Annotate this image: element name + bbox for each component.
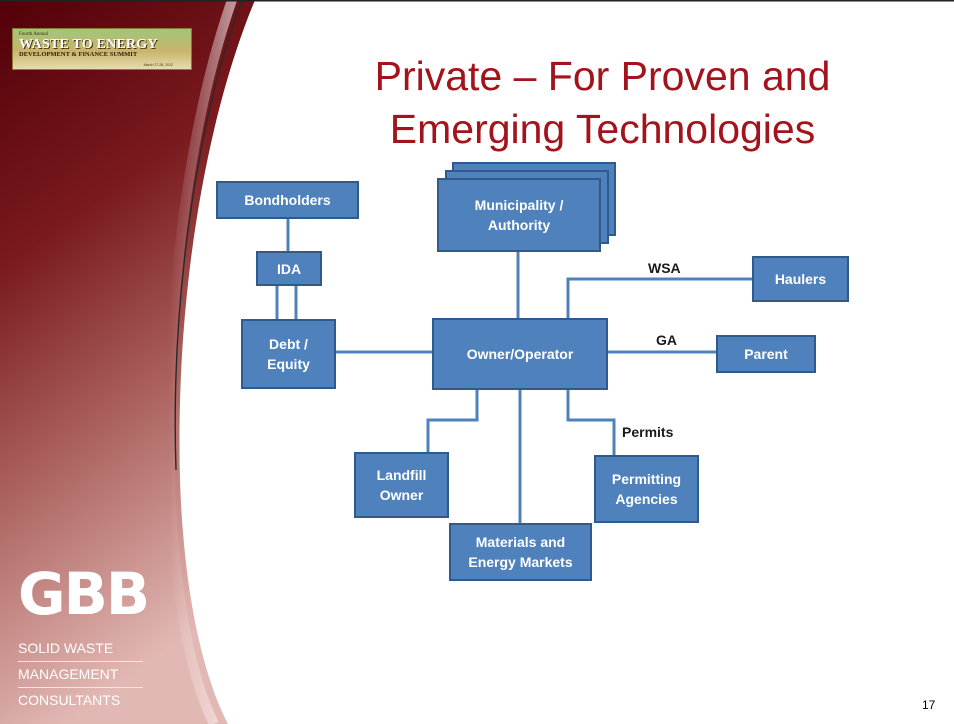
node-label: Parent: [744, 346, 788, 362]
logo-line-3: CONSULTANTS: [18, 692, 121, 708]
node-label: Bondholders: [244, 192, 331, 208]
summit-banner-logo: Fourth Annual WASTE TO ENERGY DEVELOPMEN…: [12, 28, 192, 70]
node-municipality-authority: Municipality / Authority: [437, 178, 601, 252]
edge-label-permits: Permits: [622, 424, 674, 440]
title-line-2: Emerging Technologies: [389, 106, 816, 152]
node-bondholders: Bondholders: [216, 181, 359, 219]
node-landfill-owner: Landfill Owner: [354, 452, 449, 518]
edge-label-ga: GA: [656, 332, 677, 348]
banner-main-text: WASTE TO ENERGY: [19, 37, 158, 52]
node-label: IDA: [276, 260, 302, 277]
node-label: Owner/Operator: [466, 346, 574, 362]
node-materials-energy-markets: Materials and Energy Markets: [449, 523, 592, 581]
logo-line-1: SOLID WASTE: [18, 640, 114, 656]
logo-mark: GBB: [18, 560, 150, 628]
logo-divider: [18, 687, 143, 688]
banner-date-text: March 27-28, 2012: [143, 63, 173, 67]
banner-sub-text: DEVELOPMENT & FINANCE SUMMIT: [19, 51, 138, 58]
node-haulers: Haulers: [752, 256, 849, 302]
node-parent: Parent: [716, 335, 816, 373]
page-number: 17: [922, 698, 936, 712]
node-label: Landfill Owner: [376, 467, 427, 503]
connector-owner-permitting: [566, 389, 616, 455]
banner-small-text: Fourth Annual: [19, 32, 49, 37]
node-owner-operator: Owner/Operator: [432, 318, 608, 390]
node-label: Municipality / Authority: [474, 197, 564, 233]
node-ida: IDA: [256, 251, 322, 286]
node-label: Materials and Energy Markets: [468, 534, 573, 570]
title-line-1: Private – For Proven and: [374, 53, 831, 99]
node-debt-equity: Debt / Equity: [241, 319, 336, 389]
slide-title: Private – For Proven and Emerging Techno…: [290, 50, 915, 156]
node-label: Debt / Equity: [267, 336, 310, 372]
logo-line-2: MANAGEMENT: [18, 666, 119, 682]
connector-owner-landfill: [426, 389, 479, 452]
node-label: Haulers: [774, 271, 827, 287]
gbb-logo: GBB SOLID WASTE MANAGEMENT CONSULTANTS: [18, 560, 158, 720]
connector-haulers-owner: [566, 277, 752, 320]
node-permitting-agencies: Permitting Agencies: [594, 455, 699, 523]
node-label: Permitting Agencies: [611, 471, 682, 507]
logo-divider: [18, 661, 143, 662]
edge-label-wsa: WSA: [648, 260, 681, 276]
